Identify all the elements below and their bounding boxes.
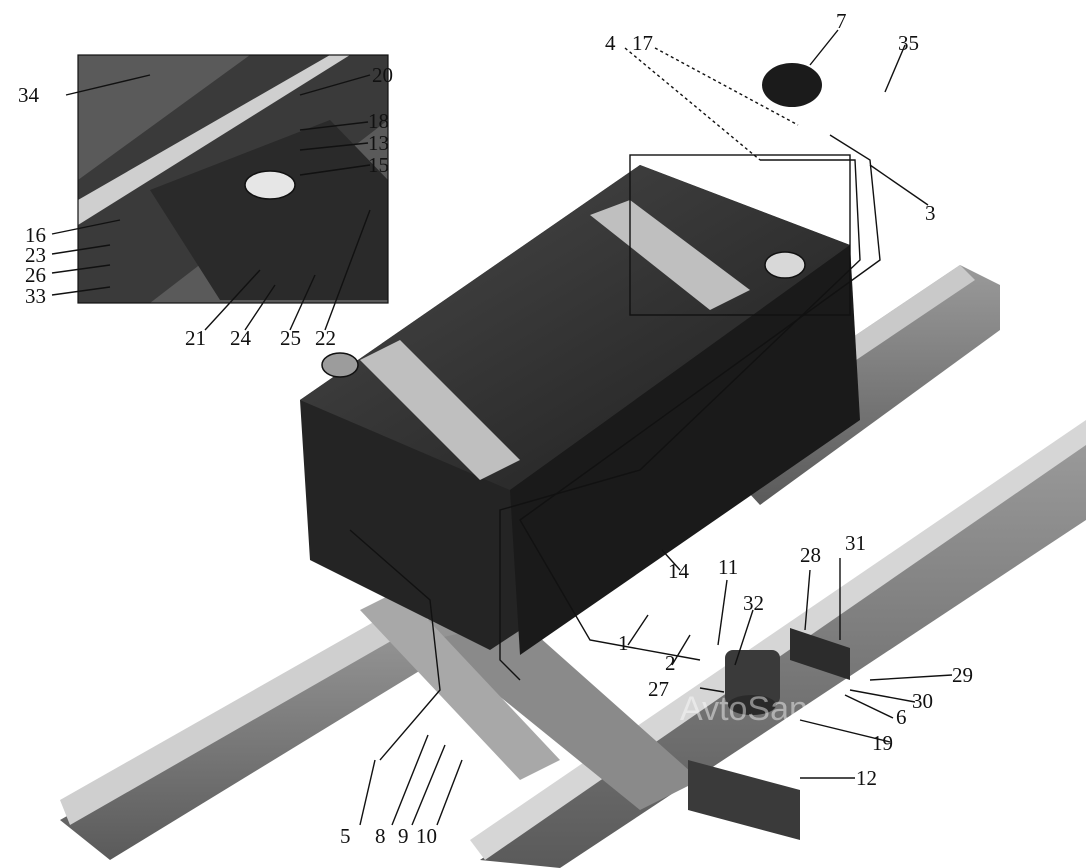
inset-detail	[77, 54, 389, 304]
callout-35: 35	[898, 31, 919, 55]
leader-lines	[51, 29, 953, 826]
callout-labels: 1 2 3 4 5 6 7 8 9 10 11 12 13 14 15 16 1…	[18, 9, 973, 848]
callout-12: 12	[856, 766, 877, 790]
callout-28: 28	[800, 543, 821, 567]
callout-34: 34	[18, 83, 40, 107]
callout-8: 8	[375, 824, 386, 848]
callout-16: 16	[25, 223, 46, 247]
callout-21: 21	[185, 326, 206, 350]
callout-20: 20	[372, 63, 393, 87]
callout-33: 33	[25, 284, 46, 308]
callout-5: 5	[340, 824, 351, 848]
detail-outline	[629, 154, 851, 316]
callout-3: 3	[925, 201, 936, 225]
bracket-28	[790, 628, 850, 680]
watermark: AvtoSan	[680, 690, 808, 728]
callout-1: 1	[618, 631, 629, 655]
callout-6: 6	[896, 705, 907, 729]
callout-15: 15	[368, 153, 389, 177]
callout-13: 13	[368, 131, 389, 155]
callout-30: 30	[912, 689, 933, 713]
callout-23: 23	[25, 243, 46, 267]
fuel-filter-icon	[725, 650, 780, 715]
callout-18: 18	[368, 109, 389, 133]
callout-9: 9	[398, 824, 409, 848]
callout-19: 19	[872, 731, 893, 755]
callout-4: 4	[605, 31, 616, 55]
fuel-lines	[349, 134, 881, 761]
callout-25: 25	[280, 326, 301, 350]
callout-27: 27	[648, 677, 669, 701]
callout-14: 14	[668, 559, 690, 583]
callout-24: 24	[230, 326, 252, 350]
callout-17: 17	[632, 31, 653, 55]
callout-22: 22	[315, 326, 336, 350]
fuel-cap-icon	[762, 63, 822, 107]
callout-32: 32	[743, 591, 764, 615]
callout-10: 10	[416, 824, 437, 848]
callout-29: 29	[952, 663, 973, 687]
callout-26: 26	[25, 263, 46, 287]
callout-31: 31	[845, 531, 866, 555]
chassis-rail-lower	[60, 420, 1086, 868]
bracket-12	[688, 760, 800, 840]
callout-7: 7	[836, 9, 847, 33]
callout-11: 11	[718, 555, 738, 579]
callout-2: 2	[665, 651, 676, 675]
